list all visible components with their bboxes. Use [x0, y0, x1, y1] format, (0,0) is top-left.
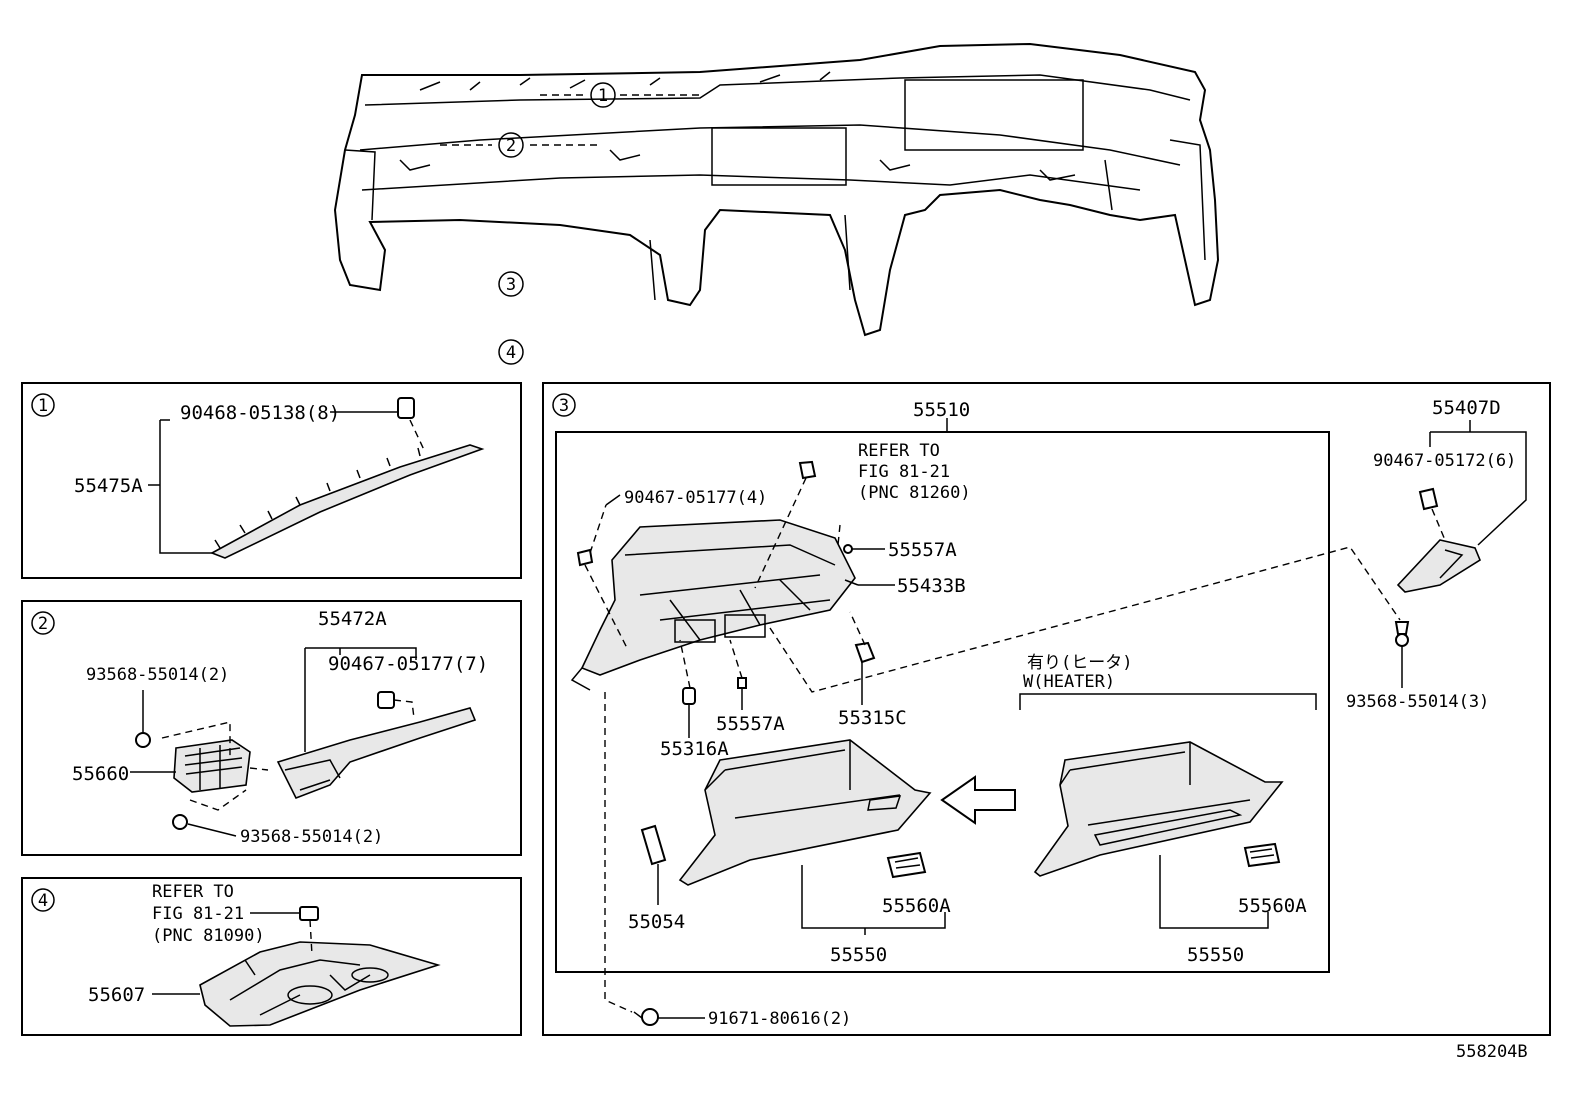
heater-note-jp: 有り(ヒータ)	[1027, 653, 1132, 673]
refer-note-box3-line1: REFER TO	[858, 441, 940, 461]
svg-text:1: 1	[38, 396, 48, 416]
label-55560a-heater[interactable]: 55560A	[1238, 895, 1307, 917]
svg-text:2: 2	[38, 614, 48, 634]
dashboard-overview	[333, 42, 1220, 337]
label-90467-05177-7[interactable]: 90467-05177(7)	[328, 653, 488, 675]
lower-panel-55607	[199, 941, 441, 1027]
label-55315c[interactable]: 55315C	[838, 707, 907, 729]
label-55660[interactable]: 55660	[72, 763, 129, 785]
replace-arrow	[940, 775, 1016, 825]
label-93568-55014-top[interactable]: 93568-55014(2)	[86, 665, 229, 685]
detail-box-2: 2 55472A 90467-05177(7) 93568-55014(2) 5…	[21, 600, 522, 856]
label-93568-55014-bottom[interactable]: 93568-55014(2)	[240, 827, 383, 847]
screw-93568-55014-side	[1394, 621, 1410, 635]
label-90468-05138[interactable]: 90468-05138(8)	[180, 402, 340, 424]
refer-note-box4-line1: REFER TO	[152, 882, 234, 902]
overview-callout-2[interactable]: 2	[498, 132, 524, 158]
lock-55315c	[854, 641, 876, 664]
vent-55660	[173, 739, 251, 793]
detail-box-4: 4 REFER TO FIG 81-21 (PNC 81090) 55607	[21, 877, 522, 1036]
glove-box-door-left	[678, 739, 932, 886]
svg-text:1: 1	[598, 86, 608, 106]
label-55607[interactable]: 55607	[88, 984, 145, 1006]
svg-text:4: 4	[506, 343, 516, 363]
stop-55557a-upper	[843, 544, 853, 554]
heater-note-en: W(HEATER)	[1023, 672, 1115, 692]
clip-90467-05177-4	[576, 548, 594, 567]
label-55557a-upper[interactable]: 55557A	[888, 539, 957, 561]
glove-box-housing	[580, 519, 856, 676]
label-55560a-left[interactable]: 55560A	[882, 895, 951, 917]
glove-box-door-heater	[1033, 741, 1284, 877]
detail-box-1: 1 90468-05138(8) 55475A	[21, 382, 522, 579]
svg-text:3: 3	[506, 275, 516, 295]
cushion-55557a-lower	[737, 677, 747, 689]
overview-callout-3[interactable]: 3	[498, 271, 524, 297]
center-panel-55472a	[276, 707, 477, 800]
side-panel-55407d	[1396, 539, 1481, 593]
svg-text:4: 4	[38, 891, 48, 911]
damper-rod-55054	[640, 824, 667, 866]
screw-91671-80616	[641, 1008, 659, 1026]
diagram-code: 558204B	[1456, 1042, 1528, 1062]
clip-90467-05177-box2	[377, 691, 395, 709]
label-55407d[interactable]: 55407D	[1432, 397, 1501, 419]
label-90467-05172[interactable]: 90467-05172(6)	[1373, 451, 1516, 471]
label-55510[interactable]: 55510	[913, 399, 970, 421]
label-55550-heater[interactable]: 55550	[1187, 944, 1244, 966]
clip-90467-05172	[1418, 487, 1439, 511]
detail-box-3: 3 55510 90467-05177(4) REFER TO FIG 81-2…	[542, 382, 1551, 1036]
label-55475a[interactable]: 55475A	[74, 475, 143, 497]
label-91671-80616[interactable]: 91671-80616(2)	[708, 1009, 851, 1029]
screw-93568-55014-top	[135, 732, 151, 748]
label-93568-55014-3[interactable]: 93568-55014(3)	[1346, 692, 1489, 712]
label-90467-05177-4[interactable]: 90467-05177(4)	[624, 488, 767, 508]
clip-90468-05138	[397, 397, 415, 419]
svg-text:2: 2	[506, 136, 516, 156]
label-55316a[interactable]: 55316A	[660, 738, 729, 760]
clip-pnc-81090	[299, 906, 319, 921]
clip-pnc-81260	[798, 460, 817, 480]
label-55557a-lower[interactable]: 55557A	[716, 713, 785, 735]
label-55550-left[interactable]: 55550	[830, 944, 887, 966]
label-55054[interactable]: 55054	[628, 911, 685, 933]
refer-note-box3-line3: (PNC 81260)	[858, 483, 971, 503]
damper-55316a	[682, 687, 696, 705]
upper-panel-55475a	[210, 444, 485, 559]
svg-text:3: 3	[559, 396, 569, 416]
overview-callout-4[interactable]: 4	[498, 339, 524, 365]
refer-note-box4-line2: FIG 81-21	[152, 904, 244, 924]
label-55472a[interactable]: 55472A	[318, 608, 387, 630]
refer-note-box4-line3: (PNC 81090)	[152, 926, 265, 946]
screw-93568-55014-bottom	[172, 814, 188, 830]
label-55433b[interactable]: 55433B	[897, 575, 966, 597]
refer-note-box3-line2: FIG 81-21	[858, 462, 950, 482]
overview-callout-1[interactable]: 1	[590, 82, 616, 108]
